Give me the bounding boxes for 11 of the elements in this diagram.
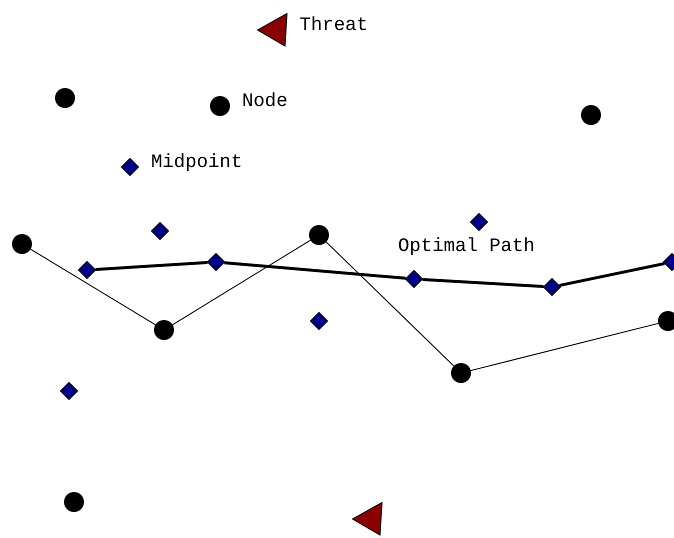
marker-label: Node [242, 90, 288, 112]
path-line [224, 261, 406, 280]
connector-line [470, 322, 659, 372]
path-line [95, 261, 208, 271]
marker-label: Threat [300, 14, 368, 36]
path-label: Optimal Path [398, 235, 535, 257]
marker-label: Midpoint [151, 151, 242, 173]
connector-line [326, 241, 454, 367]
connector-line [172, 240, 311, 326]
path-line [422, 278, 544, 288]
connector-line [30, 248, 156, 326]
